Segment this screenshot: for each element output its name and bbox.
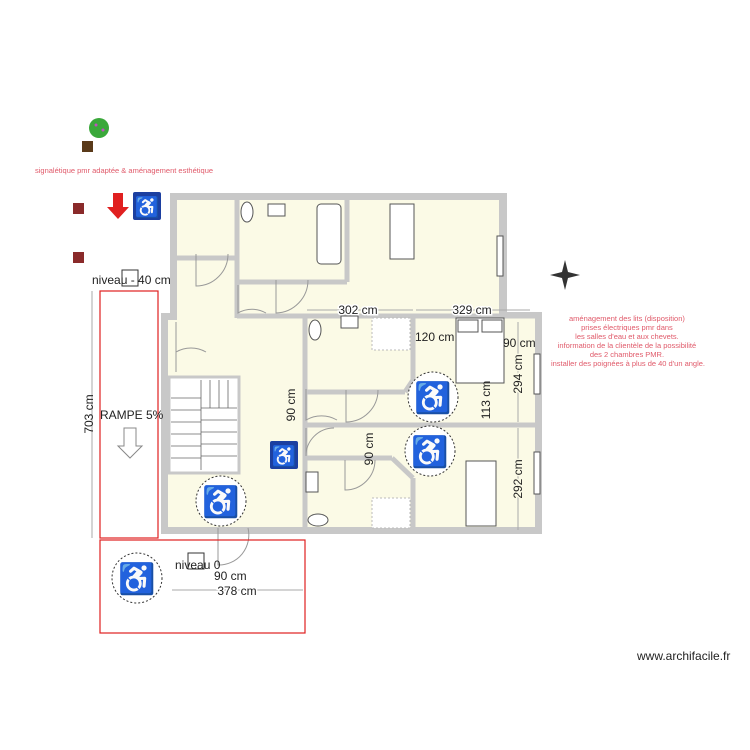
level-upper-label: niveau - 40 cm [92, 273, 171, 287]
plant-pot-icon [73, 203, 84, 214]
svg-text:♿: ♿ [272, 444, 297, 468]
pmr-signs: ♿ ♿ [133, 192, 298, 469]
dim-378: 378 cm [217, 584, 256, 598]
bed-icon [389, 203, 415, 260]
dim-ramp-length: 703 cm [82, 394, 96, 433]
accessibility-sign-icon: ♿ [270, 441, 298, 469]
watermark: www.archifacile.fr [636, 649, 730, 663]
sink-icon [305, 471, 319, 493]
fixtures [240, 201, 541, 529]
single-bed-icon [465, 460, 497, 527]
wheelchair-icon: ♿ [111, 552, 163, 604]
ramp-label: RAMPE 5% [100, 408, 164, 422]
wheelchair-icon: ♿ [407, 371, 459, 423]
signage-note: signalétique pmr adaptée & aménagement e… [35, 166, 213, 175]
toilet-icon [240, 201, 254, 223]
dim-302: 302 cm [338, 303, 377, 317]
bedroom-notes: aménagement des lits (disposition) prise… [551, 314, 705, 368]
bathtub-icon [316, 203, 342, 265]
staircase [167, 375, 241, 475]
accessibility-sign-icon: ♿ [133, 192, 161, 220]
sink-icon [267, 203, 286, 217]
doors [175, 253, 379, 566]
shower-icon [371, 497, 411, 529]
svg-text:♿: ♿ [118, 561, 155, 596]
svg-text:♿: ♿ [202, 484, 239, 519]
dim-113: 113 cm [479, 381, 493, 419]
dim-329: 329 cm [452, 303, 491, 317]
dim-90-bed: 90 cm [503, 336, 536, 350]
toilet-icon [308, 319, 322, 341]
svg-text:♿: ♿ [411, 434, 448, 469]
sink-icon [340, 315, 359, 329]
wheelchair-icon: ♿ [195, 475, 247, 527]
plant-pot-icon [73, 252, 84, 263]
svg-text:♿: ♿ [135, 195, 160, 219]
level-lower-label: niveau 0 [175, 558, 221, 572]
entrance-area [99, 539, 306, 634]
wheelchair-circle-icons: ♿ ♿ ♿ ♿ [111, 371, 459, 604]
ramp-area [99, 290, 159, 539]
toilet-icon [307, 513, 329, 527]
dim-90-door-2: 90 cm [362, 433, 376, 466]
dim-90-entrance: 90 cm [214, 569, 247, 583]
compass-icon [550, 260, 580, 290]
plant-pot-icon [82, 141, 93, 152]
wheelchair-icon: ♿ [404, 425, 456, 477]
dim-292: 292 cm [511, 459, 525, 498]
dim-294: 294 cm [511, 354, 525, 393]
red-arrow-icon [107, 193, 129, 219]
plants [73, 118, 109, 263]
shower-icon [371, 317, 411, 351]
ramp-arrow-icon [116, 427, 144, 459]
svg-text:♿: ♿ [414, 380, 451, 415]
dim-90-door-1: 90 cm [284, 389, 298, 422]
dim-120: 120 cm [415, 330, 454, 344]
plant-icon [89, 118, 109, 138]
